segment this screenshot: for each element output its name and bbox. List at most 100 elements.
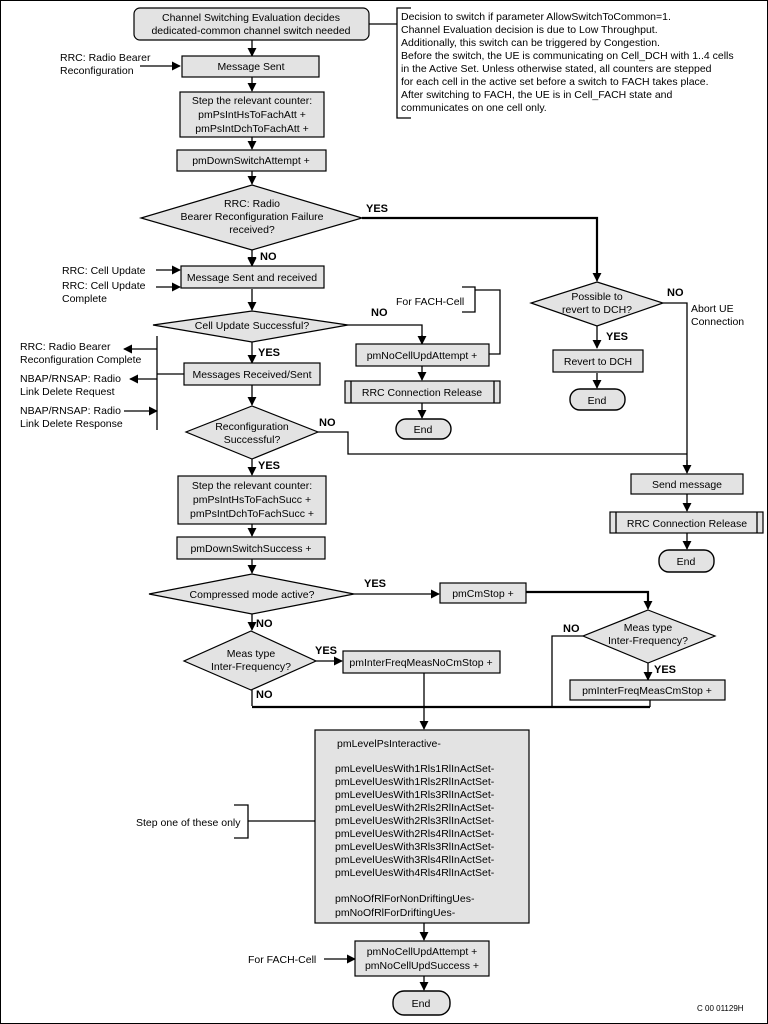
end-4: End — [392, 990, 451, 1016]
level-group-3: pmLevelUesWith1Rls3RlInActSet- — [335, 789, 495, 801]
level-bottom-2: pmNoOfRlForDriftingUes- — [335, 907, 456, 919]
level-group-2: pmLevelUesWith1Rls2RlInActSet- — [335, 776, 495, 788]
step-one-label: Step one of these only — [136, 817, 241, 829]
rrc-release-2-text: RRC Connection Release — [627, 518, 747, 530]
cell-upd-final-line-2: pmNoCellUpdSuccess + — [365, 960, 479, 972]
reconfig-success-line-1: Reconfiguration — [215, 421, 289, 433]
downswitch-success-text: pmDownSwitchSuccess + — [190, 543, 311, 555]
cm-stop-text: pmCmStop + — [452, 588, 514, 600]
level-box: pmLevelPsInteractive- pmLevelUesWith1Rls… — [314, 729, 530, 924]
reconfig-success-diamond: Reconfiguration Successful? — [184, 405, 320, 460]
yes-meas-left: YES — [315, 645, 337, 657]
revert-dch-text: Revert to DCH — [564, 356, 632, 368]
yes-revert: YES — [606, 331, 628, 343]
end-1: End — [395, 418, 452, 440]
counter-att-line-3: pmPsIntDchToFachAtt + — [195, 123, 309, 135]
side-labels: RRC: Radio Bearer Reconfiguration RRC: C… — [20, 52, 744, 966]
note-line-7: After switching to FACH, the UE is in Ce… — [401, 89, 673, 101]
abort-ue-line-1: Abort UE — [691, 303, 734, 315]
counter-succ-box: Step the relevant counter: pmPsIntHsToFa… — [177, 475, 327, 525]
downswitch-attempt-box: pmDownSwitchAttempt + — [176, 149, 327, 172]
compressed-mode-diamond: Compressed mode active? — [148, 573, 355, 615]
no-cell-update: NO — [371, 307, 388, 319]
msgs-received-sent-text: Messages Received/Sent — [192, 369, 311, 381]
meas-left-line-2: Inter-Frequency? — [211, 661, 291, 673]
rrc-release-1-box: RRC Connection Release — [344, 380, 501, 404]
meas-right-diamond: Meas type Inter-Frequency? — [581, 609, 717, 664]
no-rb-failure: NO — [260, 251, 277, 263]
note-line-5: in the Active Set. Unless otherwise stat… — [401, 63, 712, 75]
no-meas-left: NO — [256, 689, 273, 701]
note-line-8: communicates on one cell only. — [401, 102, 547, 114]
note-line-2: Channel Evaluation decision is due to Lo… — [401, 24, 658, 36]
end-3: End — [658, 549, 715, 573]
end-2-text: End — [588, 395, 607, 407]
meas-left-diamond: Meas type Inter-Frequency? — [182, 630, 318, 691]
counter-att-line-2: pmPsIntHsToFachAtt + — [198, 109, 306, 121]
level-group-1: pmLevelUesWith1Rls1RlInActSet- — [335, 763, 495, 775]
cm-stop-box: pmCmStop + — [439, 582, 527, 604]
yes-no-labels: YES NO NO YES NO YES NO YES YES NO YES N… — [256, 203, 684, 701]
yes-compressed: YES — [364, 578, 386, 590]
nbap-delete-response-line-1: NBAP/RNSAP: Radio — [20, 405, 121, 417]
counter-att-line-1: Step the relevant counter: — [192, 95, 312, 107]
abort-ue-line-2: Connection — [691, 316, 744, 328]
note-line-1: Decision to switch if parameter AllowSwi… — [401, 11, 671, 23]
message-sent-text: Message Sent — [217, 61, 284, 73]
revert-possible-line-1: Possible to — [571, 291, 623, 303]
rrc-cell-update-complete-line-2: Complete — [62, 293, 107, 305]
rrc-rb-reconfig-line-1: RRC: Radio Bearer — [60, 52, 151, 64]
level-bottom-1: pmNoOfRlForNonDriftingUes- — [335, 893, 475, 905]
rrc-release-2-box: RRC Connection Release — [609, 511, 764, 534]
rb-failure-line-1: RRC: Radio — [224, 198, 280, 210]
yes-rb-failure: YES — [366, 203, 388, 215]
level-group-7: pmLevelUesWith3Rls3RlInActSet- — [335, 841, 495, 853]
counter-succ-line-1: Step the relevant counter: — [192, 480, 312, 492]
end-2: End — [569, 388, 626, 411]
end-1-text: End — [414, 424, 433, 436]
nbap-delete-request-line-1: NBAP/RNSAP: Radio — [20, 373, 121, 385]
start-line-2: dedicated-common channel switch needed — [151, 25, 350, 37]
no-revert: NO — [667, 287, 684, 299]
rrc-cell-update-complete-line-1: RRC: Cell Update — [62, 280, 146, 292]
no-cell-upd-attempt-box: pmNoCellUpdAttempt + — [355, 343, 490, 367]
meas-right-line-2: Inter-Frequency? — [608, 635, 688, 647]
msg-sent-received-text: Message Sent and received — [187, 272, 317, 284]
rb-failure-diamond: RRC: Radio Bearer Reconfiguration Failur… — [138, 184, 365, 251]
counter-succ-line-2: pmPsIntHsToFachSucc + — [193, 494, 311, 506]
nbap-delete-request-line-2: Link Delete Request — [20, 386, 115, 398]
meas-left-line-1: Meas type — [227, 648, 276, 660]
revert-possible-diamond: Possible to revert to DCH? — [529, 281, 665, 327]
no-meas-right: NO — [563, 623, 580, 635]
counter-succ-line-3: pmPsIntDchToFachSucc + — [190, 508, 314, 520]
rrc-rb-reconfig-complete-line-1: RRC: Radio Bearer — [20, 341, 111, 353]
revert-dch-box: Revert to DCH — [552, 349, 644, 373]
level-top: pmLevelPsInteractive- — [337, 738, 441, 750]
revert-possible-line-2: revert to DCH? — [562, 304, 632, 316]
yes-cell-update: YES — [258, 347, 280, 359]
cell-upd-final-line-1: pmNoCellUpdAttempt + — [367, 946, 478, 958]
rrc-cell-update: RRC: Cell Update — [62, 265, 146, 277]
note-line-4: Before the switch, the UE is communicati… — [401, 50, 734, 62]
figure-id: C 00 01129H — [697, 1004, 744, 1013]
level-group-5: pmLevelUesWith2Rls3RlInActSet- — [335, 815, 495, 827]
rrc-release-1-text: RRC Connection Release — [362, 387, 482, 399]
cell-update-success-text: Cell Update Successful? — [195, 320, 310, 332]
send-message-box: Send message — [630, 473, 744, 495]
end-3-text: End — [677, 556, 696, 568]
for-fach-cell-2: For FACH-Cell — [248, 954, 316, 966]
downswitch-attempt-text: pmDownSwitchAttempt + — [192, 155, 310, 167]
level-group-9: pmLevelUesWith4Rls4RlInActSet- — [335, 867, 495, 879]
msgs-received-sent-box: Messages Received/Sent — [183, 362, 321, 386]
counter-att-box: Step the relevant counter: pmPsIntHsToFa… — [179, 91, 325, 138]
level-group-4: pmLevelUesWith2Rls2RlInActSet- — [335, 802, 495, 814]
msg-sent-received-box: Message Sent and received — [180, 265, 325, 289]
interfreq-cm-text: pmInterFreqMeasCmStop + — [582, 685, 712, 697]
message-sent-box: Message Sent — [181, 55, 320, 78]
decision-note: Decision to switch if parameter AllowSwi… — [401, 11, 734, 114]
meas-right-line-1: Meas type — [624, 622, 673, 634]
rrc-rb-reconfig-complete-line-2: Reconfiguration Complete — [20, 354, 142, 366]
nbap-delete-response-line-2: Link Delete Response — [20, 418, 123, 430]
cell-upd-final-box: pmNoCellUpdAttempt + pmNoCellUpdSuccess … — [354, 940, 490, 977]
